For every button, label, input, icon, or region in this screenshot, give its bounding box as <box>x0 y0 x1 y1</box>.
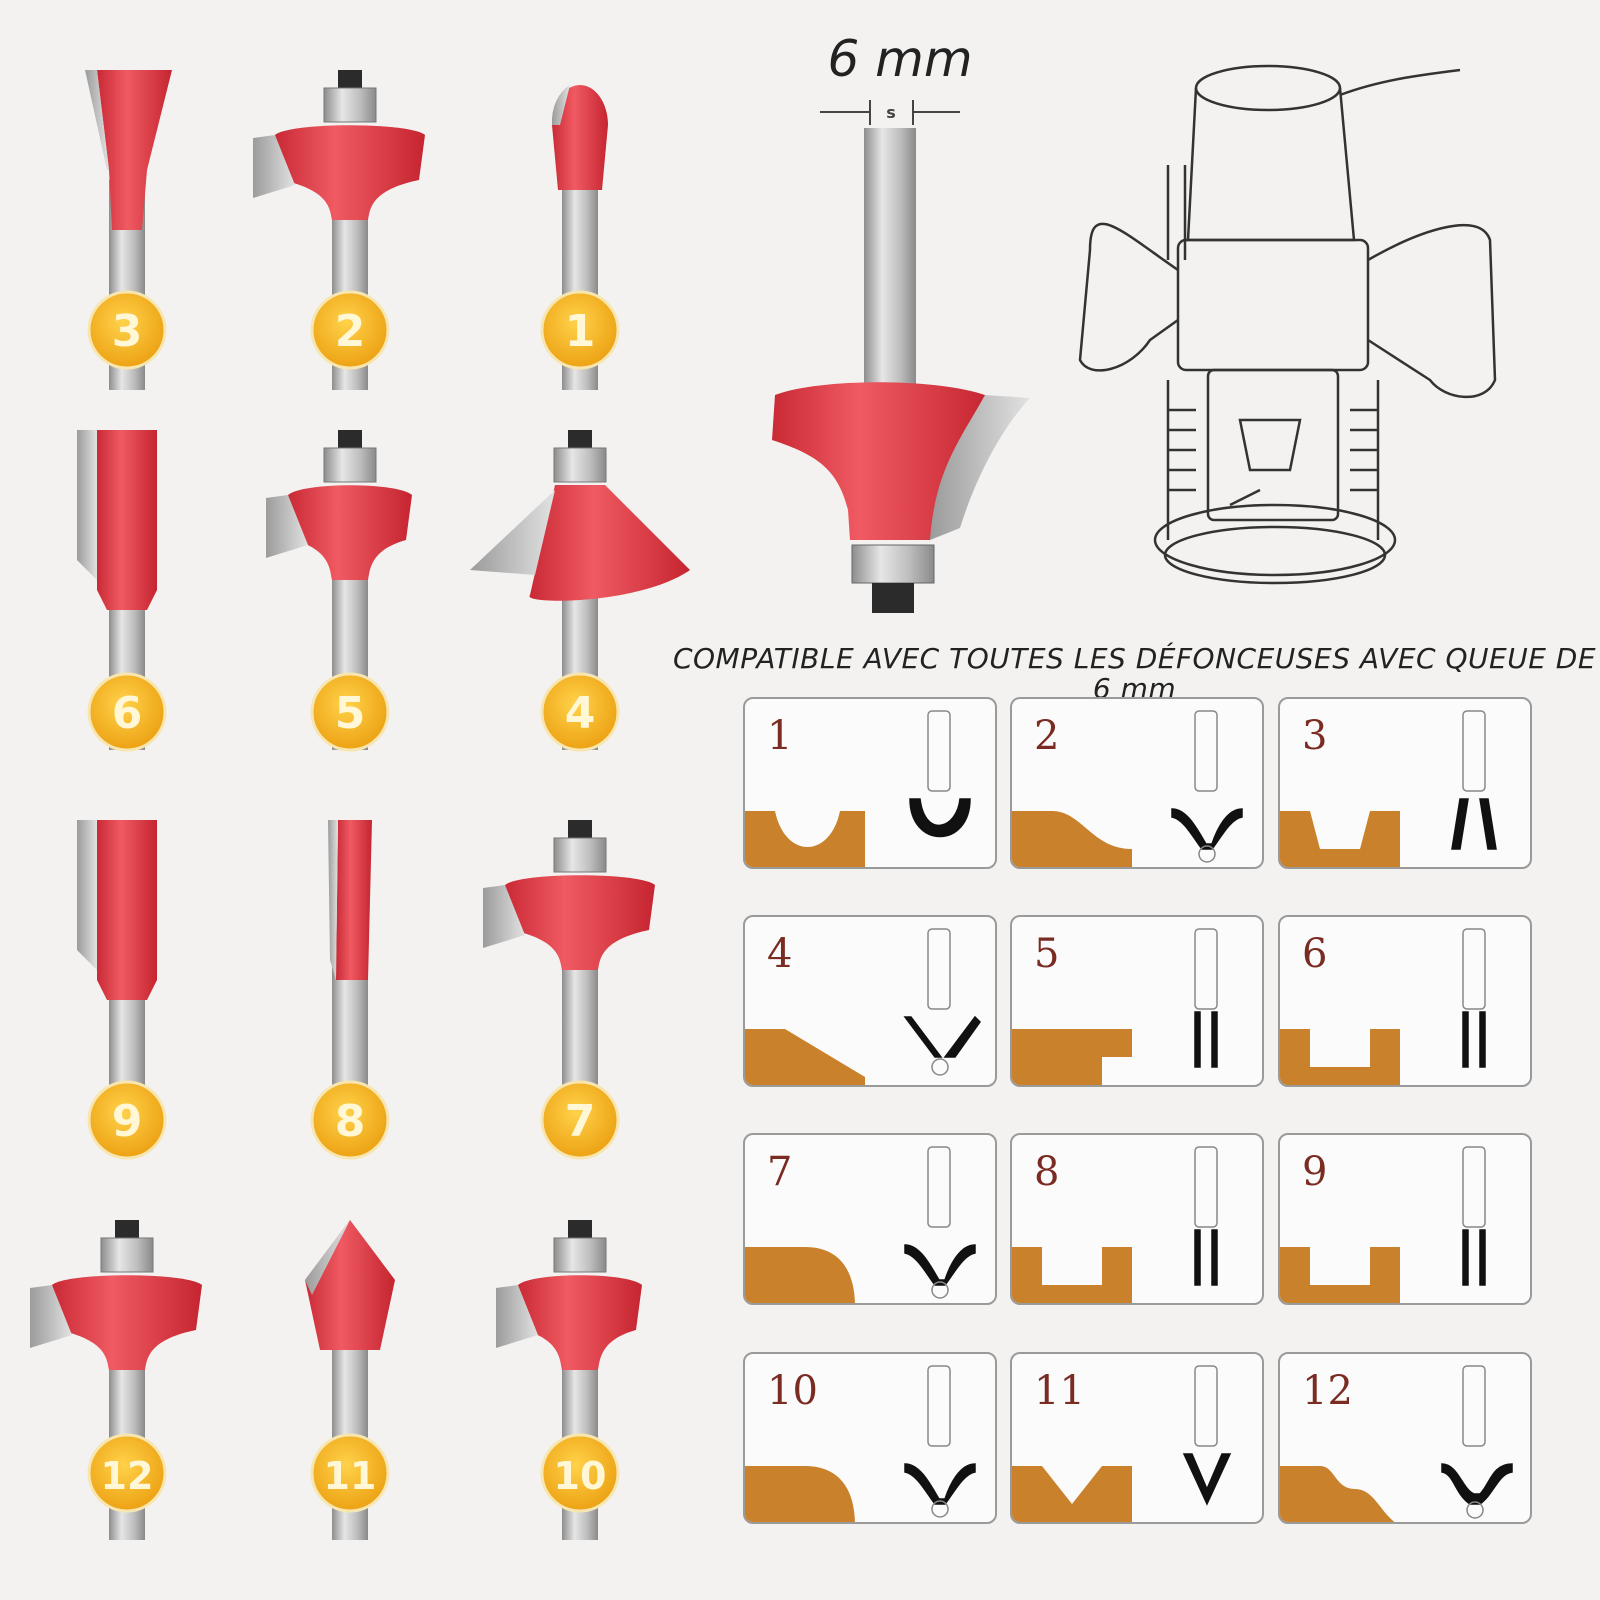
bit-profile-sketch <box>1462 1146 1486 1286</box>
profile-number: 4 <box>767 931 793 977</box>
bit-profile-sketch <box>903 928 981 1076</box>
profile-number: 12 <box>1302 1368 1353 1414</box>
bit-profile-sketch <box>904 1365 976 1518</box>
compatibility-note: COMPATIBLE AVEC TOUTES LES DÉFONCEUSES A… <box>672 642 1597 705</box>
profile-number: 3 <box>1302 713 1328 759</box>
bit-number-label: 8 <box>335 1096 366 1147</box>
bit-number-label: 5 <box>335 688 366 739</box>
bit-number-label: 6 <box>112 688 143 739</box>
bit-profile-sketch <box>1462 928 1486 1068</box>
profile-diagram-3: 3 <box>1278 697 1532 869</box>
router-bit-11 <box>305 1220 395 1540</box>
wood-cut-profile <box>745 1466 855 1522</box>
bit-number-badge: 8 <box>310 1080 390 1160</box>
bit-number-badge: 9 <box>87 1080 167 1160</box>
wood-cut-profile <box>1012 1247 1132 1303</box>
bit-number-label: 2 <box>335 306 366 357</box>
wood-cut-profile <box>1012 1029 1132 1085</box>
bit-number-label: 11 <box>324 1454 377 1498</box>
bit-number-label: 3 <box>112 306 143 357</box>
profile-number: 11 <box>1034 1368 1085 1414</box>
profile-diagram-12: 12 <box>1278 1352 1532 1524</box>
profile-number: 7 <box>767 1149 793 1195</box>
plunge-router-drawing <box>1078 64 1497 585</box>
shank-size-title: 6 mm <box>827 30 973 88</box>
bit-number-badge: 3 <box>87 290 167 370</box>
bit-number-badge: 6 <box>87 672 167 752</box>
profile-diagram-8: 8 <box>1010 1133 1264 1305</box>
bit-profile-sketch <box>1182 1365 1232 1506</box>
profile-diagram-1: 1 <box>743 697 997 869</box>
wood-cut-profile <box>1012 811 1132 867</box>
bit-profile-sketch <box>1451 710 1497 850</box>
wood-cut-profile <box>1280 1029 1400 1085</box>
bit-number-label: 1 <box>565 306 596 357</box>
profile-number: 8 <box>1034 1149 1060 1195</box>
bit-profile-sketch <box>1194 1146 1218 1286</box>
shank-dimension-marker <box>820 100 960 125</box>
wood-cut-profile <box>1280 811 1400 867</box>
profile-number: 5 <box>1034 931 1060 977</box>
bit-profile-sketch <box>904 1146 976 1299</box>
shank-dimension-letter: s <box>886 103 896 122</box>
bit-number-badge: 4 <box>540 672 620 752</box>
bit-number-label: 12 <box>101 1454 154 1498</box>
bit-number-label: 4 <box>565 688 596 739</box>
profile-diagram-4: 4 <box>743 915 997 1087</box>
bit-number-badge: 7 <box>540 1080 620 1160</box>
bit-number-badge: 10 <box>540 1433 620 1513</box>
bit-number-badge: 12 <box>87 1433 167 1513</box>
bit-profile-sketch <box>909 710 971 838</box>
bit-profile-sketch <box>1171 710 1243 863</box>
bit-number-badge: 2 <box>310 290 390 370</box>
profile-diagram-11: 11 <box>1010 1352 1264 1524</box>
profile-number: 1 <box>767 713 793 759</box>
profile-diagram-9: 9 <box>1278 1133 1532 1305</box>
profile-number: 10 <box>767 1368 818 1414</box>
bit-number-label: 10 <box>554 1454 607 1498</box>
wood-cut-profile <box>1280 1247 1400 1303</box>
wood-cut-profile <box>745 1029 865 1085</box>
profile-diagram-6: 6 <box>1278 915 1532 1087</box>
bit-number-label: 9 <box>112 1096 143 1147</box>
profile-diagram-10: 10 <box>743 1352 997 1524</box>
wood-cut-profile <box>1280 1466 1395 1522</box>
profile-number: 6 <box>1302 931 1328 977</box>
bit-number-badge: 1 <box>540 290 620 370</box>
wood-cut-profile <box>1012 1466 1132 1522</box>
wood-cut-profile <box>745 811 865 867</box>
wood-cut-profile <box>745 1247 855 1303</box>
bit-profile-sketch <box>1441 1365 1513 1519</box>
bit-profile-sketch <box>1194 928 1218 1068</box>
profile-number: 9 <box>1302 1149 1328 1195</box>
profile-diagram-5: 5 <box>1010 915 1264 1087</box>
bit-number-label: 7 <box>565 1096 596 1147</box>
bit-number-badge: 11 <box>310 1433 390 1513</box>
profile-diagram-2: 2 <box>1010 697 1264 869</box>
profile-number: 2 <box>1034 713 1060 759</box>
featured-roundover-bit <box>772 128 1030 613</box>
bit-number-badge: 5 <box>310 672 390 752</box>
profile-diagram-7: 7 <box>743 1133 997 1305</box>
